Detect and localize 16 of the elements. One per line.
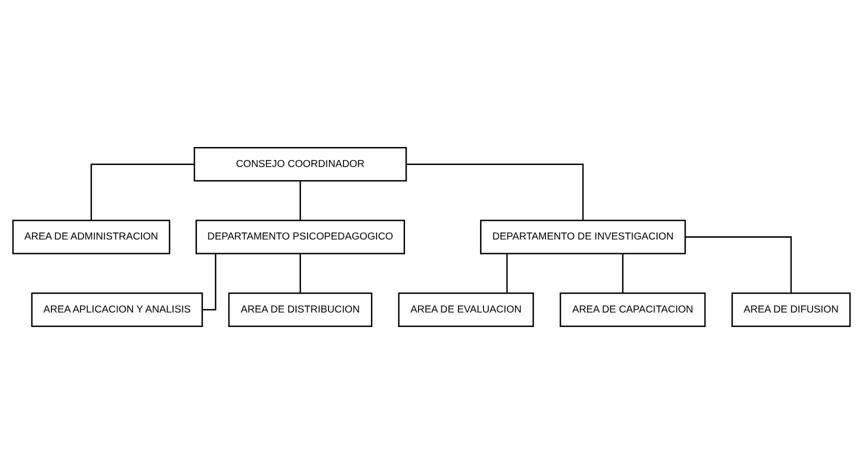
node-box: AREA DE DIFUSION xyxy=(731,292,851,326)
connector xyxy=(622,253,624,292)
connector xyxy=(90,163,194,220)
connector xyxy=(685,236,792,292)
connector xyxy=(506,253,508,292)
node-box: AREA DE DISTRIBUCION xyxy=(228,292,372,326)
node-box: DEPARTAMENTO DE INVESTIGACION xyxy=(480,219,686,254)
connector xyxy=(300,253,301,292)
node-box: AREA APLICACION Y ANALISIS xyxy=(31,292,203,326)
connector xyxy=(300,180,301,220)
node-box: AREA DE CAPACITACION xyxy=(560,292,706,326)
node-box: AREA DE EVALUACION xyxy=(398,292,534,326)
connector xyxy=(406,163,584,220)
node-box: CONSEJO COORDINADOR xyxy=(194,146,407,182)
node-box: DEPARTAMENTO PSICOPEDAGOGICO xyxy=(196,219,406,254)
node-box: AREA DE ADMINISTRACION xyxy=(12,219,170,254)
